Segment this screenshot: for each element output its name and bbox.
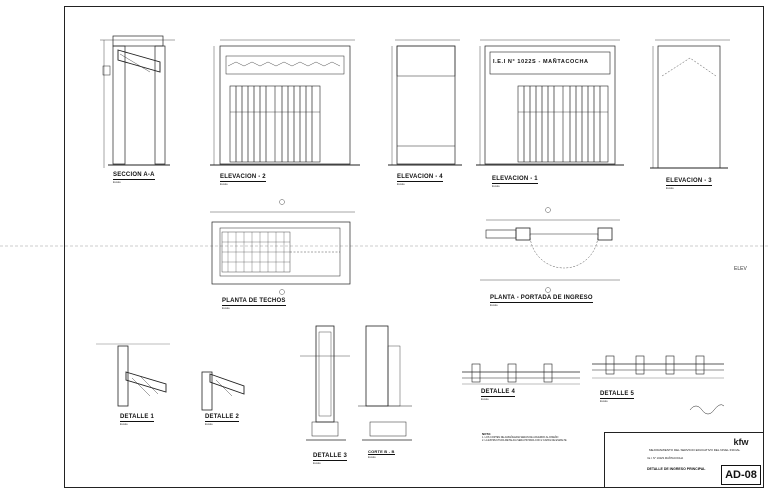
view-title-planta-portada: PLANTA - PORTADA DE INGRESO xyxy=(490,295,593,303)
seccion-aa-drawing xyxy=(100,35,175,168)
planta-techos-drawing xyxy=(210,199,355,295)
kfw-logo: kfw xyxy=(733,437,749,447)
view-title-detalle-3: DETALLE 3 xyxy=(313,453,348,461)
view-scale-elevacion-4: Escala xyxy=(397,183,405,186)
signature-mark xyxy=(689,404,725,415)
note-item: 2. LA ESTRUCTURA METALICA SERA PINTADA C… xyxy=(482,439,567,443)
detalle-5-drawing xyxy=(592,355,724,379)
sheet-code: AD-08 xyxy=(721,465,761,485)
view-scale-detalle-4: Escala xyxy=(481,398,489,401)
corte-bb-drawing xyxy=(358,325,412,441)
detalle-3-drawing xyxy=(300,325,350,441)
view-scale-detalle-1: Escala xyxy=(120,423,128,426)
view-scale-detalle-2: Escala xyxy=(205,423,213,426)
project-title: MEJORAMIENTO DEL SERVICIO EDUCATIVO DEL … xyxy=(649,448,741,452)
view-title-corte-bb: CORTE B - B xyxy=(368,449,395,455)
detalle-2-drawing xyxy=(201,371,245,411)
notes-title: NOTA: xyxy=(482,432,492,436)
view-scale-detalle-5: Escala xyxy=(600,400,608,403)
view-scale-planta-techos: Escala xyxy=(222,307,230,310)
side-tag: ELEV xyxy=(734,266,747,272)
view-scale-detalle-3: Escala xyxy=(313,462,321,465)
note-item: 1. LOS CORTES DE ALBAÑILERIA SERAN DE AC… xyxy=(482,436,559,439)
view-title-planta-techos: PLANTA DE TECHOS xyxy=(222,298,286,306)
elevacion-4-drawing xyxy=(388,39,462,166)
view-title-elevacion-4: ELEVACION - 4 xyxy=(397,174,443,182)
view-scale-planta-portada: Escala xyxy=(490,304,498,307)
view-title-detalle-4: DETALLE 4 xyxy=(481,389,516,397)
planta-portada-drawing xyxy=(480,207,620,293)
elevacion-2-drawing xyxy=(210,39,360,166)
elevacion-3-drawing xyxy=(650,39,730,169)
gate-sign-text: I.E.I N° 1022S - MAÑTACOCHA xyxy=(493,59,589,65)
project-subtitle: I.E.I. N° 1022S MAÑTACOCHA xyxy=(647,457,684,460)
view-title-elevacion-3: ELEVACION - 3 xyxy=(666,178,712,186)
view-title-detalle-2: DETALLE 2 xyxy=(205,414,240,422)
general-notes: NOTA: 1. LOS CORTES DE ALBAÑILERIA SERAN… xyxy=(482,432,602,454)
view-scale-elevacion-3: Escala xyxy=(666,187,674,190)
view-scale-seccion-aa: Escala xyxy=(113,181,121,184)
title-block: kfw MEJORAMIENTO DEL SERVICIO EDUCATIVO … xyxy=(604,432,764,488)
view-title-elevacion-1: ELEVACION - 1 xyxy=(492,176,538,184)
view-title-detalle-1: DETALLE 1 xyxy=(120,414,155,422)
detalle-1-drawing xyxy=(96,343,170,407)
view-scale-corte-bb: Escala xyxy=(368,456,376,459)
view-title-seccion-aa: SECCION A-A xyxy=(113,172,155,180)
view-scale-elevacion-2: Escala xyxy=(220,183,228,186)
view-title-detalle-5: DETALLE 5 xyxy=(600,391,635,399)
view-title-elevacion-2: ELEVACION - 2 xyxy=(220,174,266,182)
detalle-4-drawing xyxy=(462,363,580,385)
elevacion-1-drawing xyxy=(476,39,624,166)
view-scale-elevacion-1: Escala xyxy=(492,185,500,188)
sheet-description: DETALLE DE INGRESO PRINCIPAL xyxy=(647,467,706,471)
sheet-border xyxy=(64,6,764,488)
